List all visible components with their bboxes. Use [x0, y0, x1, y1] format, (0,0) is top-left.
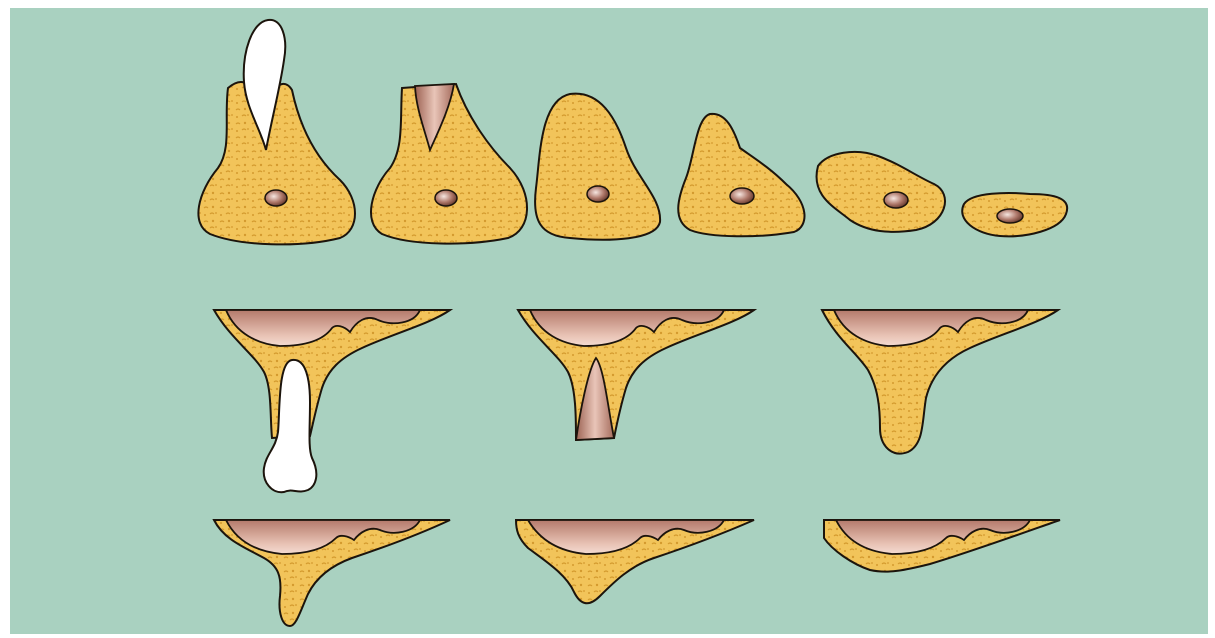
mandibular-canal: [435, 190, 457, 206]
mandibular-canal: [730, 188, 754, 204]
mandibular-canal: [997, 209, 1023, 223]
bone-resorption-figure: [10, 8, 1208, 634]
mandibular-canal: [265, 190, 287, 206]
figure-canvas: [10, 8, 1208, 634]
mandibular-canal: [587, 186, 609, 202]
mandibular-canal: [884, 192, 908, 208]
